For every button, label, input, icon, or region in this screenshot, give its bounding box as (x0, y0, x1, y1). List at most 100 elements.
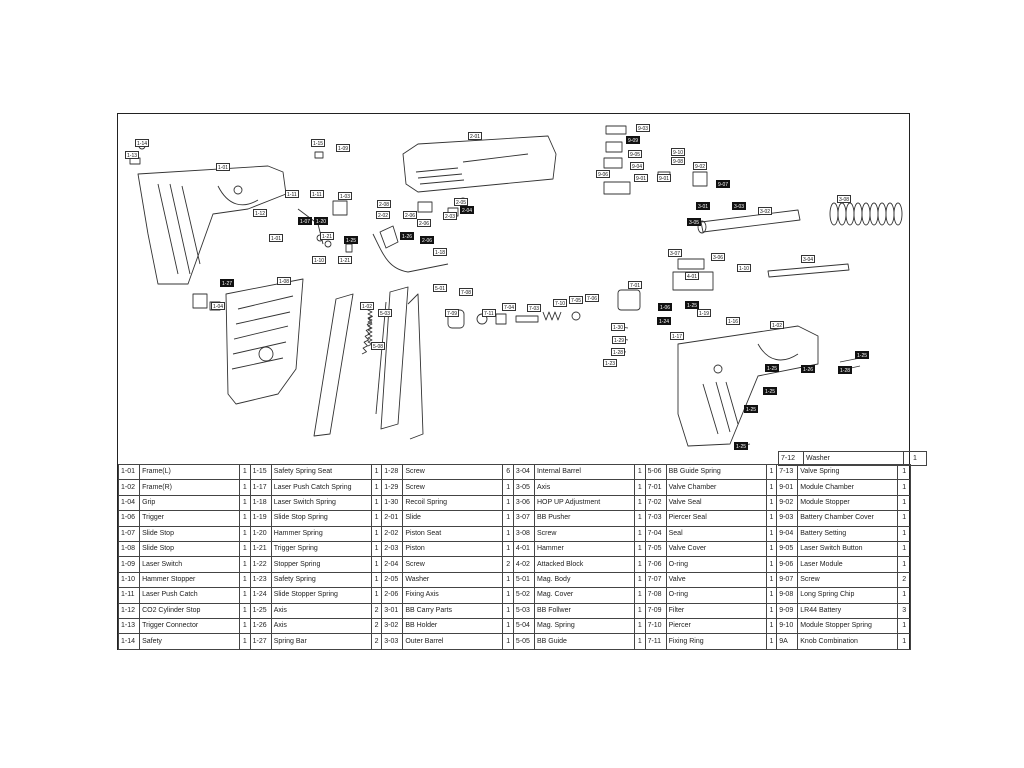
part-qty: 1 (370, 463, 383, 481)
part-code: 2-03 (381, 541, 404, 558)
part-code: 9-10 (776, 618, 799, 635)
callout-tag: 1-25 (855, 351, 870, 359)
callout-tag: 1-28 (838, 366, 853, 374)
part-qty: 1 (765, 618, 778, 635)
part-code: 1-18 (249, 494, 272, 512)
part-name: Long Spring Chip (797, 587, 899, 604)
callout-tag: 1-08 (277, 277, 292, 285)
part-code: 2-01 (381, 510, 404, 527)
callout-tag: 5-01 (433, 284, 448, 292)
part-code: 1-02 (117, 479, 141, 496)
part-code: 1-01 (117, 463, 141, 481)
part-qty: 1 (765, 633, 778, 650)
part-code: 9-04 (776, 525, 799, 543)
part-name: Fixing Ring (665, 633, 767, 650)
part-name: Washer (402, 571, 504, 589)
callout-tag: 1-20 (314, 217, 329, 225)
part-qty: 1 (765, 556, 778, 573)
part-name: Slide Stop Spring (270, 510, 372, 527)
callout-tag: 1-11 (285, 190, 299, 198)
part-qty: 1 (370, 556, 383, 573)
part-code: 5-05 (512, 633, 535, 650)
callout-tag: 7-05 (569, 296, 584, 304)
part-qty: 1 (897, 633, 911, 650)
grip-panel-part (225, 278, 304, 405)
callout-tag: 1-01 (216, 163, 231, 171)
callout-tag: 1-02 (360, 302, 375, 310)
callout-tag: 9-03 (636, 124, 651, 132)
part-code: 9-09 (776, 602, 799, 620)
frame-left-part (137, 165, 287, 285)
part-code: 3-06 (512, 494, 535, 512)
callout-tag: 3-07 (668, 249, 683, 257)
part-qty: 1 (897, 587, 911, 604)
part-code: 1-13 (117, 618, 141, 635)
callout-tag: 3-03 (732, 202, 747, 210)
callout-tag: 7-01 (628, 281, 643, 289)
callout-tag: 1-18 (433, 248, 448, 256)
part-name: Laser Switch Spring (270, 494, 372, 512)
part-name: Slide Stop (139, 541, 241, 558)
callout-tag: 7-04 (502, 303, 517, 311)
part-qty: 1 (239, 556, 251, 573)
part-code: 5-04 (512, 618, 535, 635)
part-name: Knob Combination (797, 633, 899, 650)
part-qty: 1 (502, 525, 514, 543)
callout-tag: 1-04 (211, 302, 226, 310)
callout-tag: 1-25 (685, 301, 700, 309)
part-name: Screw (402, 463, 504, 481)
part-qty: 1 (634, 463, 646, 481)
callout-tag: 1-23 (603, 359, 618, 367)
part-qty: 1 (239, 510, 251, 527)
part-name: Filter (665, 602, 767, 620)
part-qty: 1 (502, 494, 514, 512)
part-name: Valve Chamber (665, 479, 767, 496)
callout-tag: 2-08 (377, 200, 392, 208)
part-qty: 1 (239, 525, 251, 543)
part-code: 1-10 (117, 571, 141, 589)
part-code: 1-25 (249, 602, 272, 620)
part-qty: 1 (239, 633, 251, 650)
part-code: 1-14 (117, 633, 141, 650)
part-name: Screw (533, 525, 636, 543)
callout-tag: 7-11 (482, 309, 496, 317)
part-name: Outer Barrel (402, 633, 504, 650)
part-name: Trigger Connector (139, 618, 241, 635)
part-code: 7-03 (644, 510, 667, 527)
part-name: Mag. Cover (533, 587, 636, 604)
slide-part (402, 135, 557, 193)
part-qty: 1 (370, 494, 383, 512)
part-code: 1-27 (249, 633, 272, 650)
part-qty: 1 (502, 602, 514, 620)
callout-tag: 9-06 (596, 170, 611, 178)
part-qty: 1 (370, 541, 383, 558)
callout-tag: 1-06 (658, 303, 673, 311)
part-name: Internal Barrel (533, 463, 636, 481)
part-qty: 1 (239, 571, 251, 589)
part-qty: 1 (634, 571, 646, 589)
part-qty: 1 (239, 602, 251, 620)
part-code: 4-01 (512, 541, 535, 558)
part-qty: 2 (370, 602, 383, 620)
callout-tag: 1-02 (770, 321, 785, 329)
part-code: 1-12 (117, 602, 141, 620)
part-name: Safety (139, 633, 241, 650)
callout-tag: 1-29 (612, 336, 627, 344)
callout-tag: 1-16 (726, 317, 741, 325)
part-code: 7-09 (644, 602, 667, 620)
part-code: 7-08 (644, 587, 667, 604)
part-qty: 1 (239, 587, 251, 604)
part-code: 1-21 (249, 541, 272, 558)
callout-tag: 1-30 (611, 323, 626, 331)
exploded-view-diagram (129, 125, 903, 447)
part-code: 3-08 (512, 525, 535, 543)
part-code: 3-03 (381, 633, 404, 650)
part-qty: 3 (897, 602, 911, 620)
part-name: Slide (402, 510, 504, 527)
callout-tag: 9-05 (628, 150, 643, 158)
part-code: 5-06 (644, 463, 667, 481)
part-name: Laser Push Catch (139, 587, 241, 604)
